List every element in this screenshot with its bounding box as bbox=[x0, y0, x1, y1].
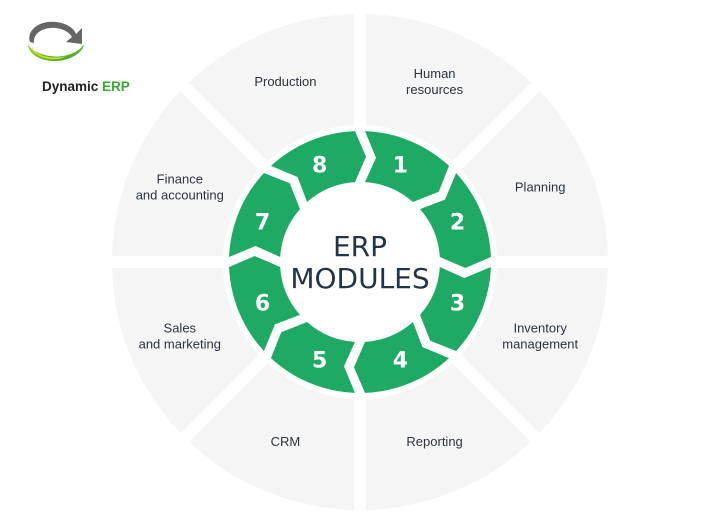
center-title-line1: ERP bbox=[333, 230, 387, 263]
brand-name-part2: ERP bbox=[102, 79, 130, 94]
module-label-4-line-1: Reporting bbox=[406, 434, 462, 449]
module-label-8-line-1: Production bbox=[254, 74, 316, 89]
module-number-8: 8 bbox=[312, 154, 327, 179]
module-label-5: CRM bbox=[271, 434, 301, 449]
ring-segment-6 bbox=[229, 255, 301, 352]
center-title-line2: MODULES bbox=[290, 262, 429, 295]
brand-name: Dynamic ERP bbox=[42, 79, 130, 94]
outer-segment-4 bbox=[366, 363, 532, 510]
outer-segment-1 bbox=[366, 14, 532, 161]
ring-segment-3 bbox=[419, 267, 491, 352]
module-label-5-line-1: CRM bbox=[271, 434, 301, 449]
module-label-3-line-1: Inventory bbox=[513, 321, 567, 336]
module-label-1-line-2: resources bbox=[406, 82, 464, 97]
module-number-7: 7 bbox=[255, 211, 270, 236]
module-label-3-line-2: management bbox=[502, 337, 578, 352]
brand-logo: Dynamic ERP bbox=[20, 16, 130, 94]
module-number-4: 4 bbox=[393, 349, 408, 374]
module-label-6-line-1: Sales bbox=[164, 321, 197, 336]
module-label-2: Planning bbox=[515, 179, 566, 194]
brand-name-part1: Dynamic bbox=[42, 79, 103, 94]
module-label-8: Production bbox=[254, 74, 316, 89]
module-label-4: Reporting bbox=[406, 434, 462, 449]
module-label-2-line-1: Planning bbox=[515, 179, 566, 194]
module-number-1: 1 bbox=[393, 154, 408, 179]
outer-segments bbox=[112, 14, 608, 510]
outer-segment-3 bbox=[461, 268, 608, 434]
ring-segment-8 bbox=[270, 131, 367, 203]
inner-ring: 1 2 3 4 5 6 7 8 bbox=[229, 131, 491, 393]
module-number-3: 3 bbox=[450, 291, 465, 316]
outer-segment-2 bbox=[461, 90, 608, 257]
ring-segment-1 bbox=[365, 131, 450, 203]
outer-segment-6 bbox=[112, 268, 259, 434]
brand-logo-icon bbox=[28, 21, 84, 62]
ring-segment-4 bbox=[353, 321, 450, 393]
module-label-6-line-2: and marketing bbox=[139, 337, 221, 352]
module-label-7-line-2: and accounting bbox=[136, 187, 224, 202]
ring-segment-7 bbox=[229, 172, 301, 257]
outer-segment-5 bbox=[188, 363, 354, 510]
outer-segment-8 bbox=[188, 14, 354, 161]
module-label-7-line-1: Finance bbox=[157, 171, 203, 186]
ring-segment-2 bbox=[419, 172, 491, 269]
module-labels: HumanresourcesPlanningInventorymanagemen… bbox=[136, 66, 579, 449]
module-label-1-line-1: Human bbox=[414, 66, 456, 81]
module-number-2: 2 bbox=[450, 211, 465, 236]
ring-segment-5 bbox=[270, 321, 355, 393]
module-number-5: 5 bbox=[312, 349, 327, 374]
outer-segment-7 bbox=[112, 90, 259, 257]
module-number-6: 6 bbox=[255, 291, 270, 316]
